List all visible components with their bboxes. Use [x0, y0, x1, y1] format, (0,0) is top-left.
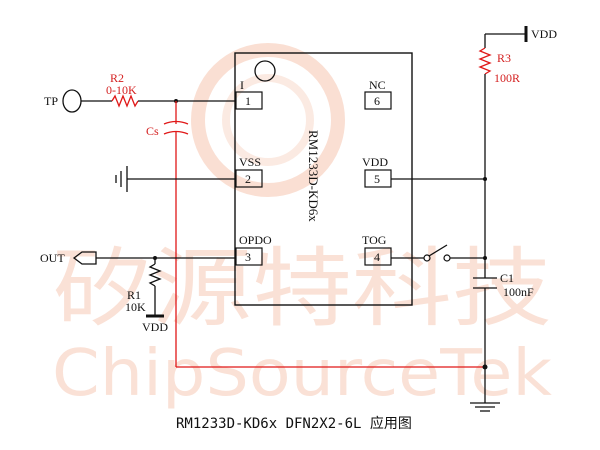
r2-value: 0-10K: [106, 83, 137, 97]
ground-vss: [115, 166, 236, 192]
pin-6: 6 NC: [364, 78, 392, 110]
pin-5: 5 VDD: [362, 155, 392, 188]
pin-2-num: 2: [245, 172, 251, 186]
pin-4-num: 4: [374, 250, 380, 264]
pin-3-label: OPDO: [239, 233, 272, 247]
pin-4-label: TOG: [362, 233, 387, 247]
pin-2: 2 VSS: [235, 155, 263, 188]
r1-resistor: R1 10K VDD: [125, 258, 168, 334]
tog-switch: [391, 244, 485, 262]
r3-ref: R3: [497, 51, 511, 65]
pin-2-label: VSS: [239, 155, 261, 169]
r3-value: 100R: [494, 71, 520, 85]
chip-name: RM1233D-KD6x: [306, 130, 321, 222]
pin-5-num: 5: [374, 172, 380, 186]
watermark-logo: [191, 43, 345, 197]
junction-ground: [482, 364, 488, 370]
pin-6-num: 6: [374, 94, 380, 108]
c1-value: 100nF: [503, 285, 534, 299]
pin-6-label: NC: [369, 78, 386, 92]
pin-1-label: I: [240, 78, 244, 92]
ground-main: [470, 402, 500, 412]
caption: RM1233D-KD6x DFN2X2-6L 应用图: [176, 415, 412, 432]
r1-value: 10K: [125, 300, 146, 314]
pin-3: 3 OPDO: [235, 233, 272, 266]
pin1-marker: [254, 60, 276, 82]
watermark-en: ChipSourceTek: [52, 337, 552, 411]
cs-ref: Cs: [146, 124, 159, 138]
r2-ref: R2: [110, 71, 124, 85]
r3-resistor: [478, 47, 492, 75]
pin-4: 4 TOG: [362, 233, 392, 266]
r1-ref: R1: [127, 288, 141, 302]
c1-capacitor: C1 100nF: [473, 271, 534, 403]
r2-resistor: [111, 94, 139, 108]
cs-capacitor: Cs: [146, 101, 189, 367]
c1-ref: C1: [500, 271, 514, 285]
junction-vdd: [483, 177, 487, 181]
vdd-top-label: VDD: [531, 27, 557, 41]
pin-5-label: VDD: [362, 155, 388, 169]
pin-3-num: 3: [245, 250, 251, 264]
junction-tog: [483, 256, 487, 260]
out-label: OUT: [40, 251, 65, 265]
vdd-top: VDD: [485, 26, 557, 42]
r1-vdd: VDD: [142, 320, 168, 334]
watermark-cn: 矽源特科技: [52, 239, 552, 339]
pin-1-num: 1: [245, 94, 251, 108]
tp-terminal: TP: [44, 89, 82, 113]
tp-label: TP: [44, 94, 58, 108]
